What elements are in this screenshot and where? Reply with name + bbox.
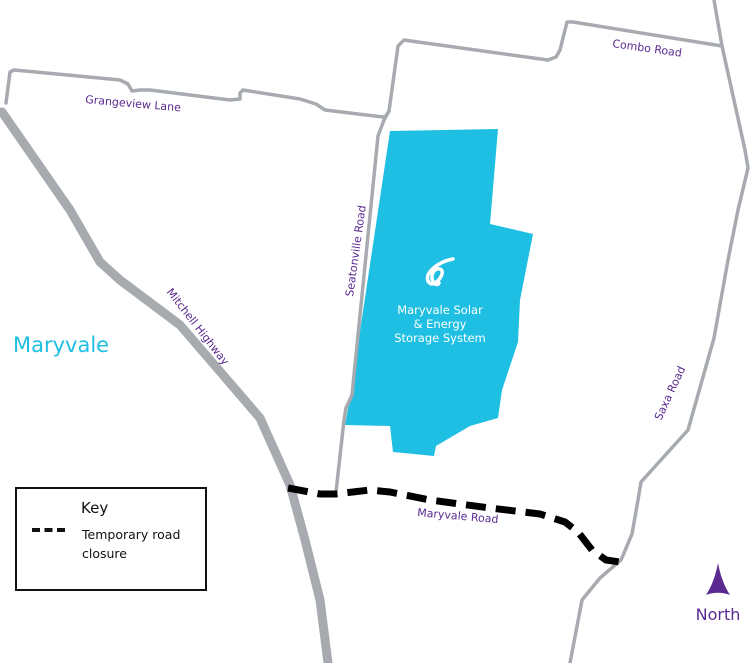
road-saxa-road [568, 258, 730, 663]
company-logo-swirl-icon [425, 257, 455, 287]
key-item-label: Temporary road closure [82, 527, 181, 561]
label-mitchell-highway: Mitchell Highway [164, 286, 232, 368]
label-saxa-road: Saxa Road [652, 364, 688, 422]
road-mitchell-highway [0, 107, 333, 663]
site-name-line-1: Maryvale Solar [397, 303, 483, 317]
road-combo-road [387, 20, 724, 113]
dashed-line-icon [32, 528, 65, 532]
label-grangeview-lane: Grangeview Lane [85, 93, 182, 114]
road-maryvale-road-closure[interactable] [287, 484, 621, 566]
key-title: Key [81, 499, 109, 517]
solar-site-area[interactable] [345, 129, 533, 456]
north-arrow-icon [706, 563, 730, 595]
road-seatonville-road [334, 109, 391, 494]
site-name-line-3: Storage System [394, 331, 486, 345]
label-maryvale-road: Maryvale Road [417, 506, 499, 526]
site-name-line-2: & Energy [414, 317, 467, 331]
label-combo-road: Combo Road [612, 37, 683, 60]
north-label: North [695, 605, 741, 624]
road-grangeview-lane [4, 68, 391, 119]
north-indicator: North [690, 562, 746, 624]
town-label-maryvale: Maryvale [13, 333, 109, 357]
road-east-north [712, 0, 750, 262]
map-key: Key Temporary road closure [15, 487, 207, 591]
